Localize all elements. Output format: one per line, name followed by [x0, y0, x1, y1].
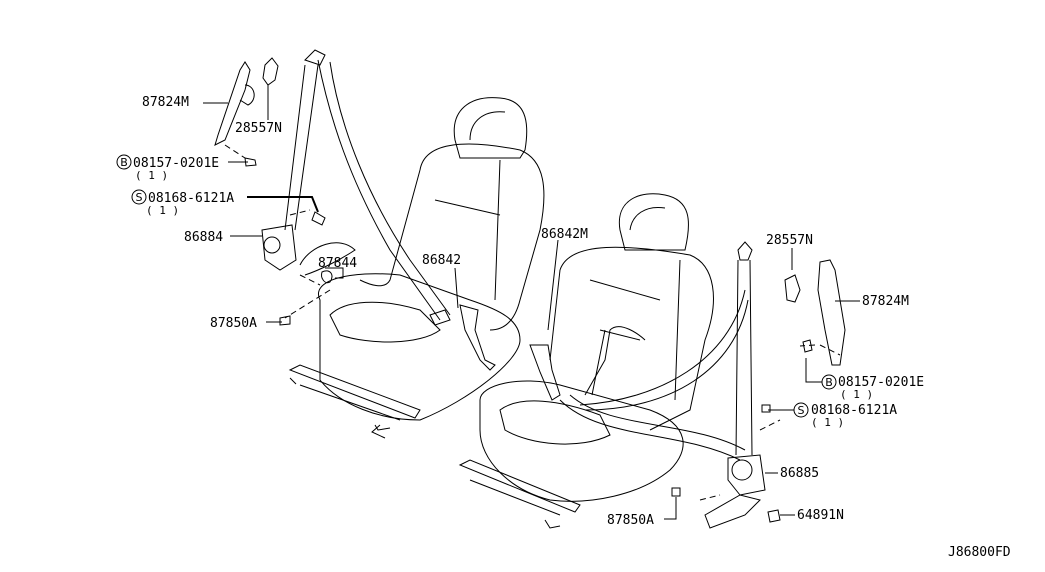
label-08168-6121A-left: 08168-6121A	[148, 191, 234, 206]
label-28557N-left: 28557N	[235, 121, 282, 136]
qty-08157-left: ( 1 )	[135, 169, 168, 182]
right-seat-drawing	[458, 193, 714, 529]
label-87824M-right: 87824M	[862, 294, 909, 309]
label-08157-0201E-right: 08157-0201E	[838, 375, 924, 390]
label-87850A-left: 87850A	[210, 316, 257, 331]
left-seat-belt-drawing	[214, 49, 496, 371]
diagram-code: J86800FD	[948, 545, 1011, 560]
label-prefix-b-left: B	[120, 156, 128, 169]
bolt-b-icon	[116, 154, 132, 170]
label-28557N-right: 28557N	[766, 233, 813, 248]
screw-s-icon	[131, 189, 147, 205]
label-86842: 86842	[422, 253, 461, 268]
leader-lines	[203, 85, 860, 520]
label-prefix-s-left: S	[136, 191, 143, 204]
label-86884: 86884	[184, 230, 223, 245]
qty-08168-right: ( 1 )	[811, 416, 844, 429]
left-seat-drawing	[288, 97, 545, 439]
label-86842M: 86842M	[541, 227, 588, 242]
label-87824M-left: 87824M	[142, 95, 189, 110]
qty-08157-right: ( 1 )	[840, 388, 873, 401]
bolt-b-icon	[821, 374, 837, 390]
screw-s-icon	[793, 402, 809, 418]
label-87850A-right: 87850A	[607, 513, 654, 528]
label-87844: 87844	[318, 256, 357, 271]
label-prefix-s-right: S	[798, 404, 805, 417]
qty-08168-left: ( 1 )	[146, 204, 179, 217]
label-86885: 86885	[780, 466, 819, 481]
label-64891N: 64891N	[797, 508, 844, 523]
right-seat-belt-drawing	[529, 241, 846, 529]
label-prefix-b-right: B	[825, 376, 833, 389]
label-08157-0201E-left: 08157-0201E	[133, 156, 219, 171]
label-08168-6121A-right: 08168-6121A	[811, 403, 897, 418]
